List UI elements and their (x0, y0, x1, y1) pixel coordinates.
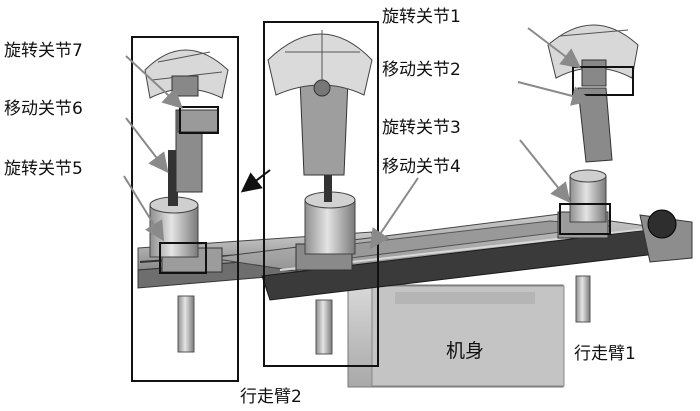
label-move-joint-4: 移动关节4 (382, 157, 461, 177)
joint-highlights (159, 66, 634, 274)
walking-arm-2-frame (131, 36, 239, 382)
label-walking-arm-2: 行走臂2 (240, 387, 302, 407)
highlight-rot-joint-5 (159, 242, 207, 274)
arrow-move-joint-2 (517, 81, 592, 106)
arrow-move-joint-6 (125, 117, 169, 174)
highlight-rot-joint-7 (179, 106, 219, 134)
label-rot-joint-7: 旋转关节7 (4, 41, 83, 61)
left-robot (144, 49, 229, 273)
label-walking-arm-1: 行走臂1 (574, 344, 636, 364)
label-move-joint-6: 移动关节6 (4, 99, 83, 119)
arrow-rot-joint-7 (125, 55, 183, 109)
label-rot-joint-5: 旋转关节5 (4, 159, 83, 179)
machine-body (347, 284, 565, 388)
middle-robot-frame (263, 21, 379, 367)
label-body: 机身 (446, 340, 484, 362)
highlight-rot-joint-3 (559, 203, 611, 235)
right-gripper (547, 24, 639, 87)
left-gripper (144, 49, 229, 99)
right-robot (547, 24, 639, 239)
highlight-rot-joint-1 (572, 66, 634, 96)
frame-link-arrow (240, 169, 271, 193)
leader-arrows (123, 27, 592, 250)
arrow-rot-joint-5 (123, 175, 165, 242)
support-legs (177, 275, 591, 355)
label-rot-joint-1: 旋转关节1 (382, 7, 461, 27)
arrow-rot-joint-1 (527, 27, 582, 69)
arrow-rot-joint-3 (519, 139, 571, 204)
middle-robot (267, 30, 373, 271)
arrow-move-joint-4 (369, 177, 419, 250)
label-move-joint-2: 移动关节2 (382, 60, 461, 80)
middle-gripper (267, 30, 373, 97)
label-rot-joint-3: 旋转关节3 (382, 118, 461, 138)
